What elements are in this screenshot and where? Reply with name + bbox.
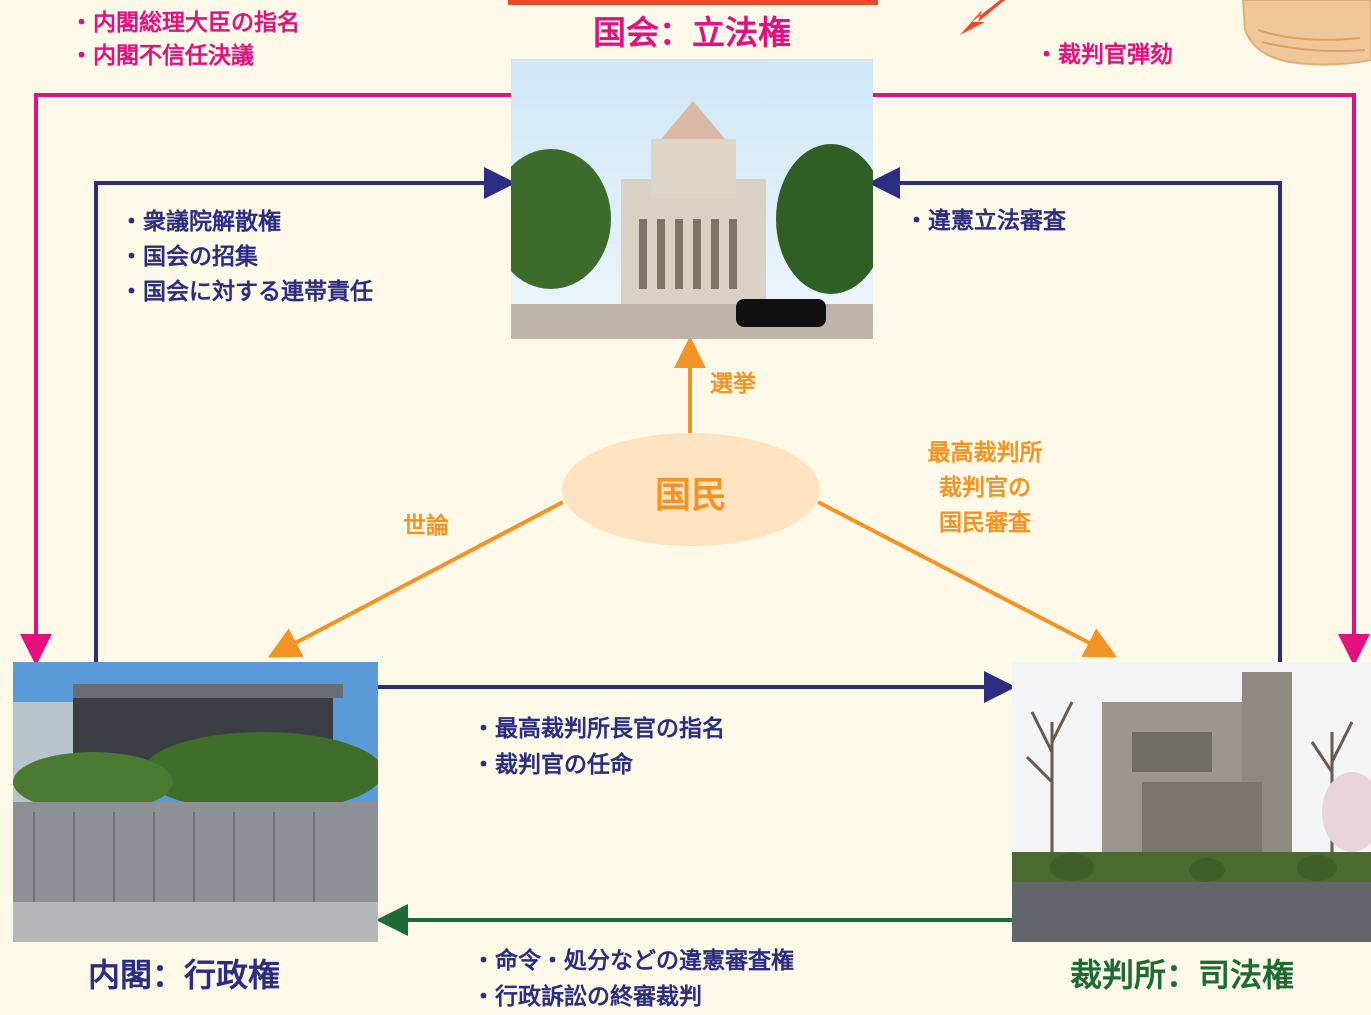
label-line: ・裁判官の任命 <box>472 752 633 778</box>
label-people-to-court: 最高裁判所 裁判官の 国民審査 <box>900 436 1070 541</box>
cookie-decoration <box>1241 0 1371 66</box>
diet-building-photo <box>511 59 873 339</box>
label-line: ・違憲立法審査 <box>905 208 1066 234</box>
diet-title: 国会：立法権 <box>593 13 791 52</box>
label-line: ・衆議院解散権 <box>120 209 281 235</box>
label-people-to-cabinet: 世論 <box>403 513 449 539</box>
people-title: 国民 <box>654 475 727 516</box>
label-court-to-cabinet: ・命令・処分などの違憲審査権 ・行政訴訟の終審裁判 <box>472 943 794 1015</box>
label-line: 最高裁判所 <box>927 440 1043 466</box>
label-line: ・行政訴訟の終審裁判 <box>472 984 702 1010</box>
label-line: ・国会に対する連帯責任 <box>120 279 373 305</box>
label-cabinet-to-diet: ・衆議院解散権 ・国会の招集 ・国会に対する連帯責任 <box>120 205 373 310</box>
label-line: ・命令・処分などの違憲審査権 <box>472 948 794 974</box>
label-diet-to-cabinet: ・内閣総理大臣の指名 ・内閣不信任決議 <box>70 7 300 73</box>
label-line: 国民審査 <box>939 510 1031 536</box>
label-diet-to-court: ・裁判官弾劾 <box>1035 39 1173 72</box>
label-cabinet-to-court: ・最高裁判所長官の指名 ・裁判官の任命 <box>472 711 725 783</box>
cabinet-office-photo <box>13 662 378 942</box>
supreme-court-photo <box>1012 662 1371 942</box>
people-node <box>562 433 820 546</box>
arrow-diet-to-court <box>873 93 1370 666</box>
arrow-diet-to-cabinet <box>20 93 511 666</box>
label-line: ・内閣総理大臣の指名 <box>70 10 300 36</box>
arrow-people-to-court <box>817 500 1118 658</box>
top-decoration-arrow <box>960 0 1005 35</box>
label-line: ・内閣不信任決議 <box>70 43 254 69</box>
label-people-to-diet: 選挙 <box>710 371 756 397</box>
label-line: 裁判官の <box>939 475 1031 501</box>
top-banner-edge <box>508 0 878 5</box>
arrow-people-to-cabinet <box>267 500 564 658</box>
arrow-court-to-diet <box>868 167 1282 662</box>
arrow-cabinet-to-diet <box>94 167 516 662</box>
cabinet-title: 内閣：行政権 <box>88 956 281 994</box>
label-court-to-diet: ・違憲立法審査 <box>905 205 1066 238</box>
label-line: ・国会の招集 <box>120 244 258 270</box>
label-line: ・裁判官弾劾 <box>1035 42 1173 68</box>
label-line: ・最高裁判所長官の指名 <box>472 716 725 742</box>
court-title: 裁判所：司法権 <box>1070 956 1295 994</box>
